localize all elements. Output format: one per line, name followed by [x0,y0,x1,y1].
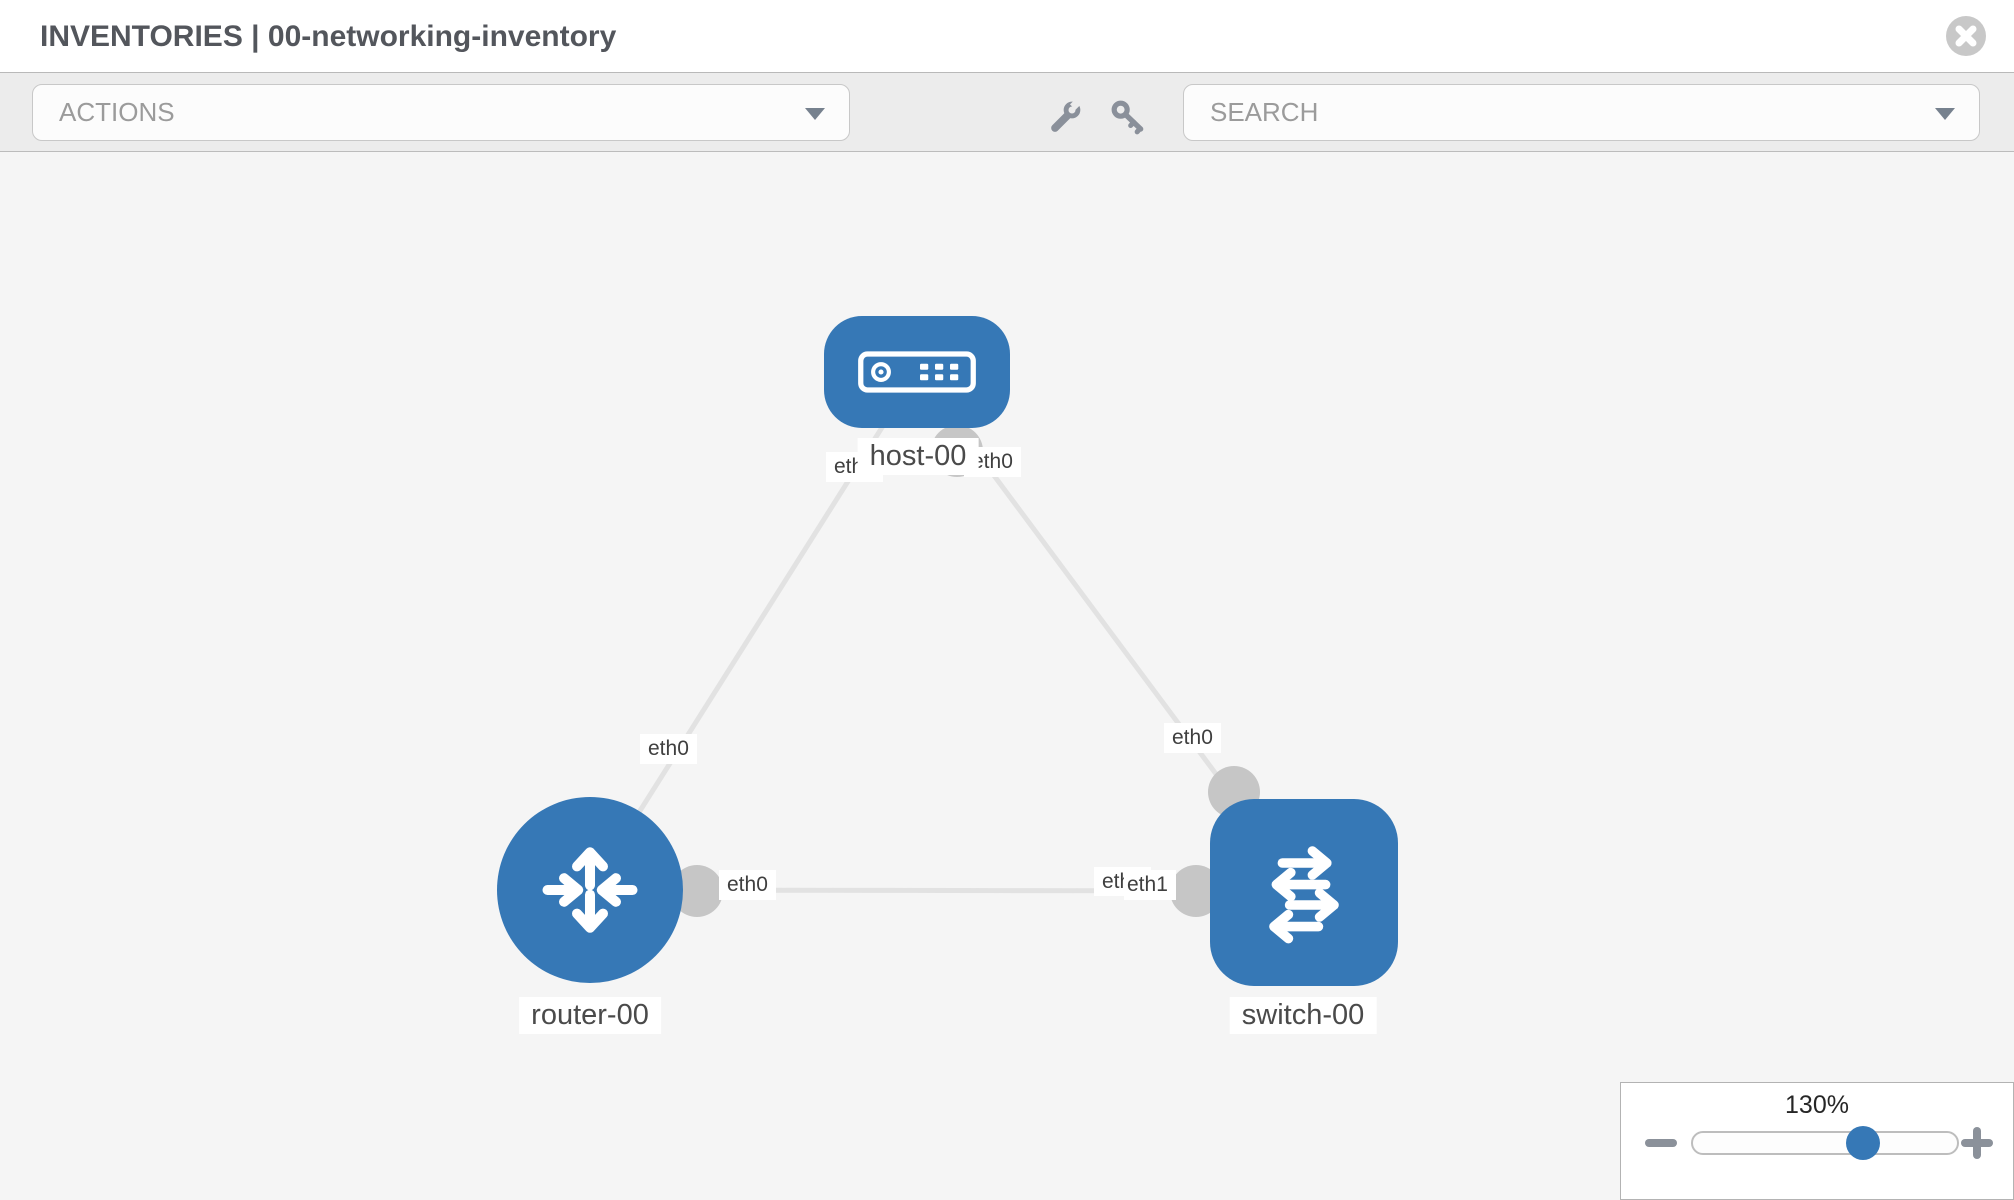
chevron-down-icon [805,107,825,120]
node-switch-00[interactable] [1210,799,1398,986]
port-label-overlap: eth0 eth1 [1094,867,1176,900]
topology-canvas[interactable]: eth0 eth0 eth0 eth0 eth0 eth0 eth1 host-… [0,152,2014,1200]
close-button[interactable] [1946,16,1986,56]
zoom-percent-value: 130% [1785,1091,1849,1119]
node-label-router: router-00 [519,997,661,1034]
zoom-slider-track[interactable] [1691,1131,1959,1155]
port-label: eth0 [640,734,697,764]
topology-links-layer [587,370,1306,917]
chevron-down-icon [1935,107,1955,120]
zoom-control-panel: 130% [1620,1082,2014,1200]
port-label: eth0 [719,870,776,900]
plus-icon[interactable] [1961,1127,1993,1159]
wrench-icon[interactable] [1045,96,1085,137]
node-router-00[interactable] [497,797,683,983]
search-input[interactable]: SEARCH [1183,84,1980,141]
zoom-slider-handle[interactable] [1846,1126,1880,1160]
node-label-host: host-00 [857,438,979,475]
toolbar: ACTIONS [0,73,2014,152]
link-endpoint [671,865,723,917]
link-endpoint [1170,865,1222,917]
key-icon[interactable] [1108,97,1148,137]
page-title: INVENTORIES | 00-networking-inventory [40,20,617,53]
title-bar: INVENTORIES | 00-networking-inventory [0,0,2014,73]
port-label: eth1 [1124,870,1176,900]
actions-dropdown[interactable]: ACTIONS [32,84,850,141]
actions-dropdown-label: ACTIONS [59,97,175,127]
port-label: eth0 [1164,723,1221,753]
minus-icon[interactable] [1645,1139,1677,1147]
node-label-switch: switch-00 [1229,997,1377,1034]
search-placeholder: SEARCH [1210,97,1319,127]
node-host-00[interactable] [824,316,1010,428]
